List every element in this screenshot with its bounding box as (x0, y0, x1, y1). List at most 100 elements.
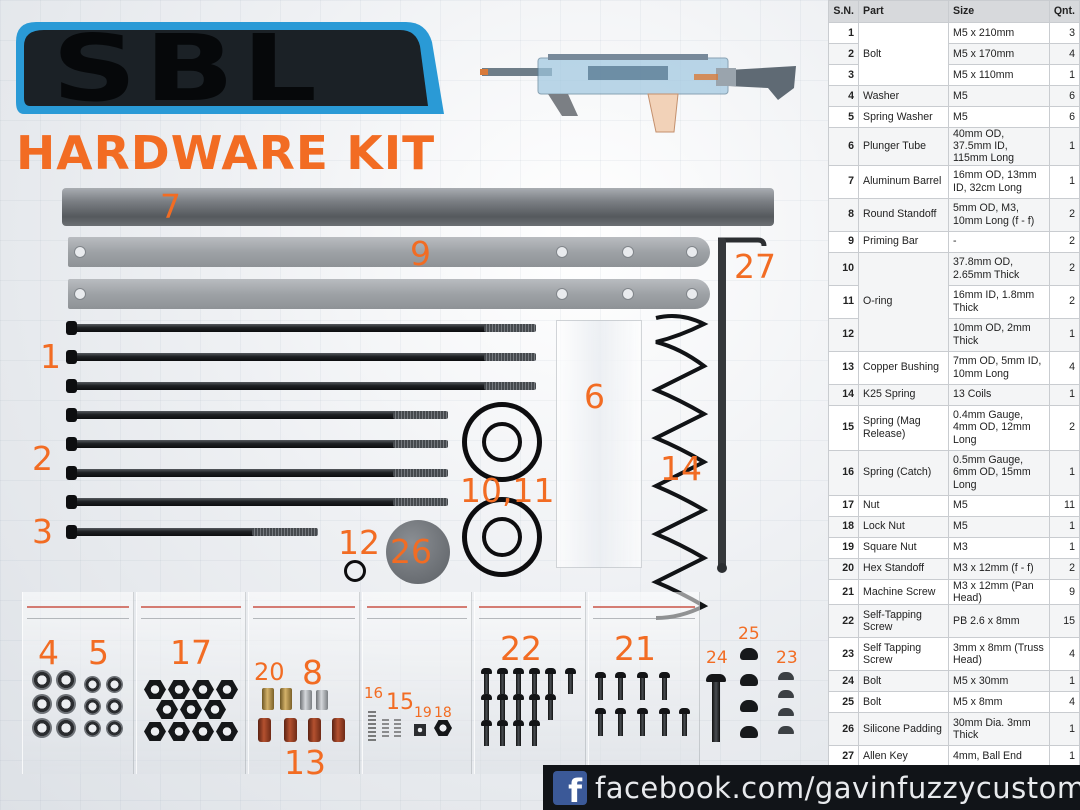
bolt-thread (393, 411, 448, 419)
cell-sn: 12 (828, 317, 859, 352)
washer (32, 694, 52, 714)
cell-size: 4mm, Ball End (948, 744, 1050, 767)
bolt-m5x8 (740, 700, 758, 712)
bar-hole (622, 246, 634, 258)
square-nut (414, 724, 426, 736)
cell-size: M5 (948, 494, 1050, 517)
facebook-url[interactable]: facebook.com/gavinfuzzycustoms (595, 771, 1080, 805)
cell-part: Plunger Tube (858, 127, 949, 166)
label-25: 25 (738, 624, 760, 644)
cell-part: Copper Bushing (858, 350, 949, 385)
label-26: 26 (390, 532, 432, 571)
spring-washer (106, 676, 123, 693)
label-5: 5 (88, 633, 109, 672)
cell-qnt: 2 (1048, 197, 1080, 232)
product-photo: SBL HARDWARE KIT 7 9 27 (0, 0, 828, 810)
allen-key (717, 237, 767, 573)
machine-screw (637, 708, 648, 736)
cell-size: PB 2.6 x 8mm (948, 603, 1050, 638)
bar-hole (556, 246, 568, 258)
cell-qnt: 1 (1048, 536, 1080, 559)
label-7: 7 (160, 187, 181, 226)
o-ring-large (462, 497, 542, 577)
self-tapping-screw (529, 668, 540, 694)
bar-hole (686, 246, 698, 258)
o-ring-large (462, 402, 542, 482)
bar-hole (686, 288, 698, 300)
hex-nut (144, 680, 166, 699)
bolt-head (66, 495, 77, 509)
cell-part: Square Nut (858, 536, 949, 559)
small-springs (368, 711, 401, 741)
hex-standoff (280, 688, 292, 710)
cell-sn: 6 (828, 127, 859, 166)
logo-frame (16, 22, 444, 114)
washer (56, 694, 76, 714)
cell-sn: 18 (828, 515, 859, 538)
spring-washer (106, 720, 123, 737)
cell-sn: 20 (828, 557, 859, 580)
hex-nut (168, 680, 190, 699)
cell-size: - (948, 230, 1050, 253)
label-22: 22 (500, 629, 542, 668)
bolt-m5x8 (740, 648, 758, 660)
cell-size: M5 x 170mm (948, 43, 1050, 65)
bolt-head (66, 466, 77, 480)
bolt-m5x170 (66, 408, 448, 422)
cell-part: Silicone Padding (858, 711, 949, 746)
cell-size: M3 x 12mm (f - f) (948, 557, 1050, 580)
bolt-head (66, 437, 77, 451)
label-13: 13 (284, 743, 326, 782)
label-17: 17 (170, 633, 212, 672)
label-3: 3 (32, 512, 53, 551)
cell-qnt: 1 (1048, 669, 1080, 692)
cell-qnt: 1 (1048, 383, 1080, 406)
label-20: 20 (254, 658, 285, 686)
cell-sn: 26 (828, 711, 859, 746)
cell-sn: 1 (828, 22, 859, 44)
bolt-m5x170 (66, 495, 448, 509)
cell-qnt: 2 (1048, 284, 1080, 319)
cell-qnt: 2 (1048, 557, 1080, 580)
cell-size: M5 x 210mm (948, 22, 1050, 44)
hex-nut (216, 722, 238, 741)
machine-screw (637, 672, 648, 700)
cell-qnt: 6 (1048, 85, 1080, 107)
cell-part: Machine Screw (858, 578, 949, 605)
cell-size: M5 (948, 106, 1050, 128)
cell-part: Self-Tapping Screw (858, 603, 949, 638)
bar-hole (556, 288, 568, 300)
bar-hole (74, 246, 86, 258)
cell-size: 0.5mm Gauge, 6mm OD, 15mm Long (948, 449, 1050, 496)
facebook-banner: f facebook.com/gavinfuzzycustoms (543, 765, 1080, 810)
cell-qnt: 4 (1048, 690, 1080, 713)
cell-sn: 19 (828, 536, 859, 559)
bolt-head (66, 379, 77, 393)
label-8: 8 (302, 653, 323, 692)
col-sn: S.N. (828, 0, 859, 23)
cell-part: K25 Spring (858, 383, 949, 406)
cell-part: Hex Standoff (858, 557, 949, 580)
facebook-icon[interactable]: f (553, 771, 587, 805)
self-tapping-screw (565, 668, 576, 694)
cell-qnt: 2 (1048, 230, 1080, 253)
cell-sn: 9 (828, 230, 859, 253)
label-15: 15 (386, 690, 414, 715)
washer (32, 718, 52, 738)
truss-screw (778, 708, 794, 716)
label-23: 23 (776, 648, 798, 668)
cell-part: Bolt (858, 22, 949, 86)
self-tapping-screw (481, 694, 492, 720)
